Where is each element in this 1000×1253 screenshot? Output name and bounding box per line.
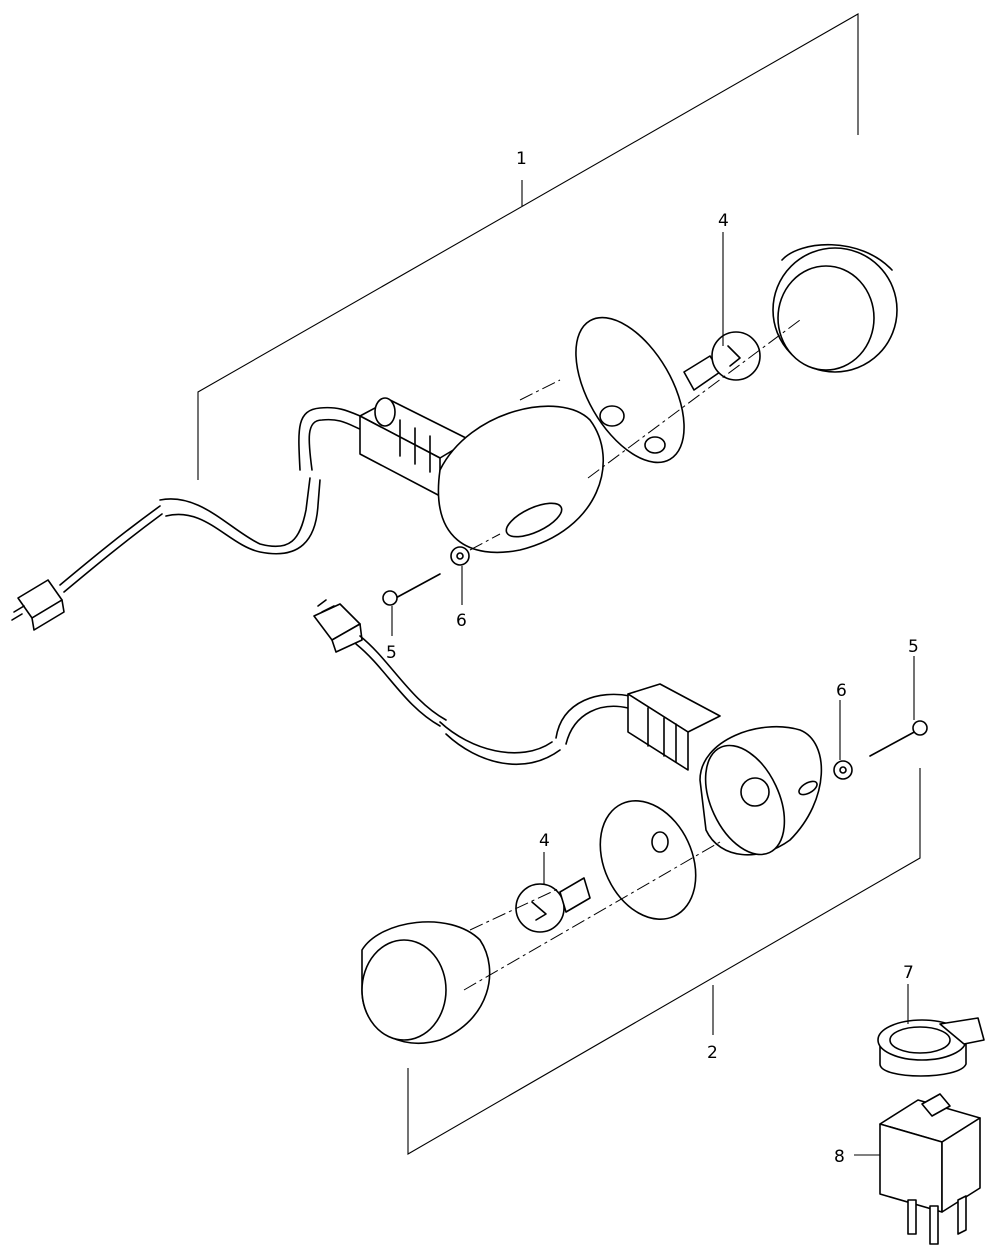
lower-housing: [699, 726, 823, 856]
part-8-relay: [879, 1093, 981, 1245]
upper-turn-signal-assembly: [11, 243, 898, 631]
assembly-1-bracket: [197, 13, 859, 480]
upper-screw: [382, 573, 441, 606]
lower-screw: [869, 720, 928, 757]
callout-6-lower: 6: [836, 681, 847, 701]
part-7-ring: [877, 1017, 985, 1077]
leader-lines: [391, 232, 915, 1156]
lower-stem: [627, 683, 721, 771]
upper-stem: [359, 397, 471, 497]
callout-2: 2: [707, 1043, 718, 1063]
callout-7: 7: [903, 963, 914, 983]
callout-labels: 1 2 4 4 5 5 6 6 7 8: [386, 149, 919, 1167]
callout-8: 8: [834, 1147, 845, 1167]
callout-5-lower: 5: [908, 637, 919, 657]
lower-connector: [313, 599, 363, 653]
lower-lens-cap: [361, 921, 491, 1045]
lower-reflector: [599, 800, 697, 920]
lower-turn-signal-assembly: [313, 599, 928, 1045]
upper-lens-cap: [772, 243, 898, 373]
callout-6-upper: 6: [456, 611, 467, 631]
callout-5-upper: 5: [386, 643, 397, 663]
upper-housing: [437, 405, 604, 554]
upper-washer: [450, 533, 501, 566]
callout-4-lower: 4: [539, 831, 550, 851]
upper-bulb: [683, 331, 761, 391]
upper-connector: [11, 579, 65, 631]
assembly-2-bracket: [407, 768, 921, 1155]
lower-washer: [833, 760, 853, 780]
callout-4-upper: 4: [718, 211, 729, 231]
callout-1: 1: [516, 149, 527, 169]
